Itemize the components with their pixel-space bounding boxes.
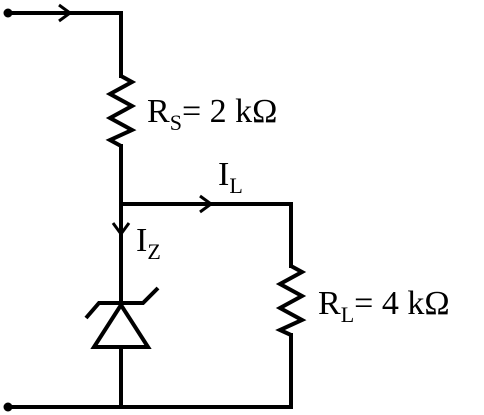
- input-current-arrow-icon: [58, 3, 73, 23]
- il-arrow-icon: [199, 194, 214, 214]
- circuit-wires: [6, 11, 293, 409]
- il-label: IL: [218, 156, 243, 198]
- resistor-rs: [105, 74, 137, 148]
- input-wire: [6, 11, 123, 78]
- iz-arrow-icon: [111, 222, 131, 237]
- zener-diode: [84, 286, 160, 349]
- rs-label: RS= 2 kΩ: [147, 93, 277, 135]
- zener-bar: [84, 286, 160, 320]
- zener-triangle: [90, 301, 152, 349]
- rl-label: RL= 4 kΩ: [318, 285, 450, 327]
- input-terminal: [3, 8, 13, 18]
- ground-terminal: [3, 402, 13, 412]
- load-wire: [119, 202, 293, 268]
- resistor-rl: [275, 264, 307, 337]
- iz-label: IZ: [136, 222, 161, 264]
